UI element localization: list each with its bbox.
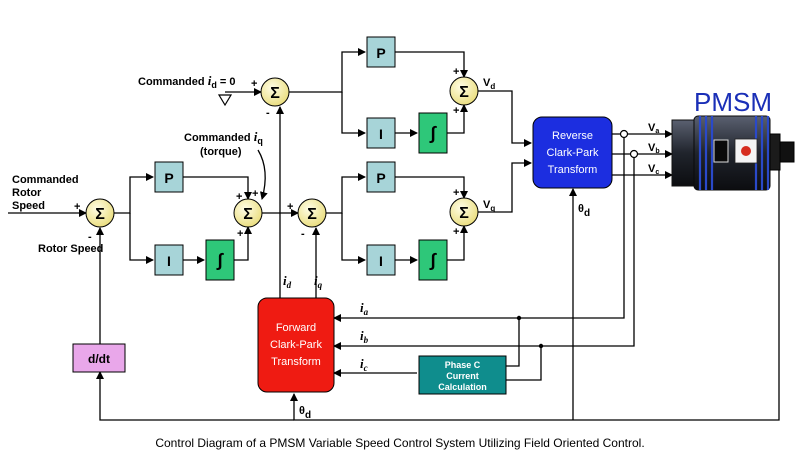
commanded-rotor-speed-label-1: Commanded [12, 174, 79, 186]
svg-text:∫: ∫ [430, 250, 438, 270]
commanded-rotor-speed-label-2: Rotor [12, 187, 42, 199]
summer-signs: + - + + + + - + - + + + + [74, 66, 459, 243]
svg-text:-: - [88, 231, 92, 243]
summer-iq-error: Σ [297, 198, 327, 228]
svg-text:-: - [266, 107, 270, 119]
phase-c-calculation-block: Phase C Current Calculation [418, 355, 507, 395]
svg-text:Current: Current [446, 371, 479, 381]
svg-text:Σ: Σ [95, 206, 105, 223]
vd-label: Vd [483, 77, 495, 91]
svg-text:I: I [167, 253, 171, 269]
summer-vq: Σ [449, 197, 479, 227]
pmsm-title: PMSM [694, 87, 772, 117]
pmsm-motor-illustration [671, 115, 795, 191]
svg-text:I: I [379, 126, 383, 142]
svg-text:Σ: Σ [459, 205, 469, 222]
svg-text:Σ: Σ [459, 84, 469, 101]
svg-text:∫: ∫ [430, 123, 438, 143]
svg-text:Σ: Σ [270, 85, 280, 102]
summer-id-error: Σ [260, 77, 290, 107]
integrator-speed: ∫ [205, 239, 235, 281]
theta-d-label-forward: θd [299, 405, 311, 421]
p-block-speed: P [154, 161, 184, 193]
svg-text:∫: ∫ [217, 250, 225, 270]
svg-text:P: P [376, 170, 385, 186]
svg-text:P: P [164, 170, 173, 186]
svg-text:+: + [287, 201, 293, 213]
input-labels: Commanded Rotor Speed Rotor Speed Comman… [12, 73, 263, 255]
svg-text:Reverse: Reverse [552, 130, 593, 142]
svg-text:Forward: Forward [276, 322, 316, 334]
signal-wires [8, 48, 780, 421]
summers: Σ Σ Σ Σ Σ Σ [85, 76, 479, 228]
torque-label: (torque) [200, 146, 242, 158]
summer-speed: Σ [85, 198, 115, 228]
i-block-speed: I [154, 244, 184, 276]
integrator-iq: ∫ [418, 239, 448, 281]
svg-text:Calculation: Calculation [438, 382, 487, 392]
svg-text:+: + [74, 201, 80, 213]
reverse-clark-park-block: Reverse Clark-Park Transform [532, 116, 613, 189]
pi-blocks: P I ∫ P I ∫ P I ∫ [154, 36, 448, 281]
ground-symbol [217, 94, 233, 107]
svg-text:+: + [252, 188, 258, 200]
va-label: Va [648, 122, 659, 135]
svg-text:d/dt: d/dt [88, 352, 110, 366]
id-feedback-label: id [283, 273, 292, 290]
commanded-rotor-speed-label-3: Speed [12, 200, 45, 212]
svg-text:+: + [251, 78, 257, 90]
p-block-id: P [366, 36, 396, 68]
svg-text:P: P [376, 45, 385, 61]
svg-text:+: + [453, 66, 459, 78]
diagram-caption: Control Diagram of a PMSM Variable Speed… [155, 436, 645, 450]
integrator-id: ∫ [418, 112, 448, 154]
svg-text:Σ: Σ [243, 206, 253, 223]
svg-text:+: + [237, 228, 243, 240]
ic-label: ic [360, 356, 368, 373]
forward-clark-park-block: Forward Clark-Park Transform [257, 297, 335, 393]
svg-text:Σ: Σ [307, 206, 317, 223]
svg-text:Transform: Transform [548, 164, 598, 176]
svg-text:Phase C: Phase C [445, 360, 481, 370]
svg-text:Clark-Park: Clark-Park [270, 339, 322, 351]
svg-text:Transform: Transform [271, 356, 321, 368]
svg-text:Clark-Park: Clark-Park [547, 147, 599, 159]
ia-label: ia [360, 300, 369, 317]
summer-vd: Σ [449, 76, 479, 106]
svg-text:-: - [301, 228, 305, 240]
ib-label: ib [360, 328, 369, 345]
commanded-iq-label: Commanded iq [184, 129, 263, 146]
svg-text:+: + [453, 226, 459, 238]
summer-iq-ref: Σ [233, 198, 263, 228]
svg-text:+: + [453, 187, 459, 199]
ddt-block: d/dt [72, 343, 126, 373]
signal-labels: Vd Vq Va Vb Vc θd θd ia ib ic id iq [283, 77, 660, 421]
p-block-iq: P [366, 161, 396, 193]
rotor-speed-label: Rotor Speed [38, 243, 103, 255]
vq-label: Vq [483, 199, 495, 213]
svg-text:I: I [379, 253, 383, 269]
theta-d-label-reverse: θd [578, 203, 590, 219]
iq-feedback-label: iq [314, 273, 323, 290]
svg-text:+: + [453, 105, 459, 117]
commanded-id-label: Commanded id = 0 [138, 73, 235, 90]
i-block-iq: I [366, 244, 396, 276]
vc-label: Vc [648, 163, 659, 176]
i-block-id: I [366, 117, 396, 149]
svg-text:+: + [236, 191, 242, 203]
vb-label: Vb [648, 142, 660, 155]
